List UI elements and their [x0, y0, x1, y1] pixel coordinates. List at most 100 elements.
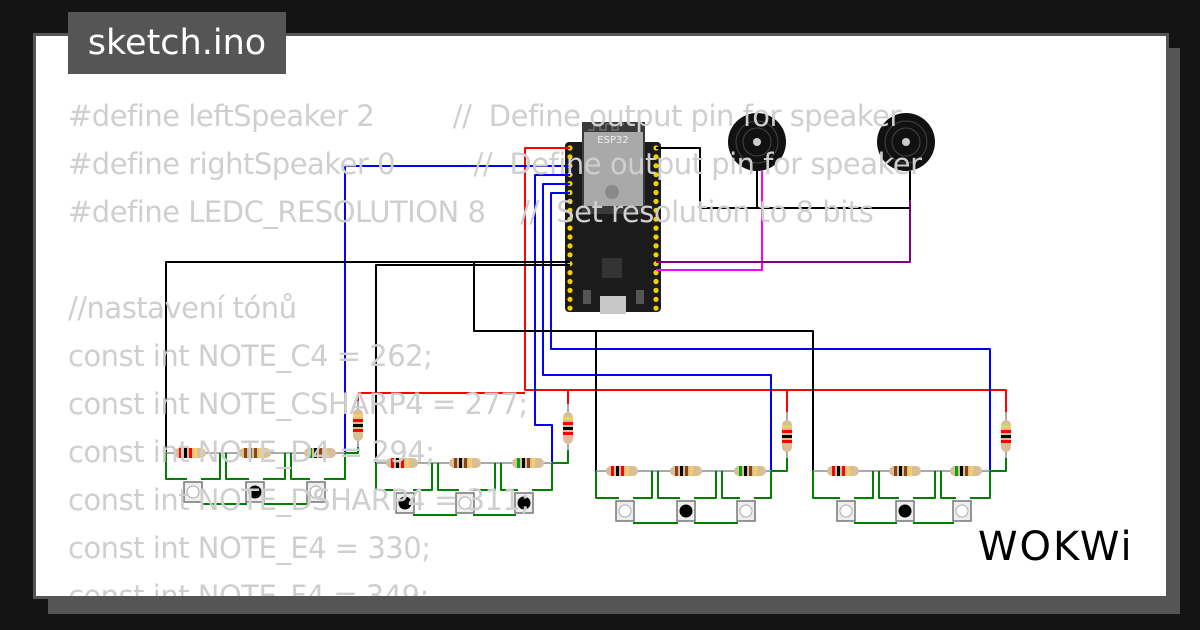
- button-wire: [165, 453, 187, 480]
- speaker-ring: [891, 127, 921, 157]
- resistor-band: [522, 458, 525, 468]
- code-line: const int NOTE_F4 = 349;: [68, 579, 429, 596]
- speaker-center: [753, 138, 761, 146]
- resistor-band: [754, 466, 757, 476]
- chip: [602, 258, 622, 278]
- resistor-band: [1001, 440, 1011, 443]
- pin-left: [567, 252, 573, 258]
- resistor: [662, 466, 710, 476]
- resistor-band: [909, 466, 912, 476]
- speaker-ground-wire: [656, 147, 911, 209]
- pushbutton[interactable]: [836, 500, 856, 522]
- button-wire: [633, 471, 653, 499]
- code-line: const int NOTE_CSHARP4 = 277;: [68, 387, 528, 421]
- resistor-band: [904, 466, 907, 476]
- resistor-band: [960, 466, 963, 476]
- button-wire: [694, 471, 717, 499]
- button-wire: [500, 463, 518, 491]
- speaker-center: [902, 138, 910, 146]
- pushbutton[interactable]: [183, 481, 203, 503]
- resistor-band: [527, 458, 530, 468]
- pushbutton[interactable]: [395, 492, 415, 514]
- pushbutton[interactable]: [952, 500, 972, 522]
- resistor: [819, 466, 867, 476]
- button-wire: [970, 471, 991, 499]
- board-label: ESP32: [597, 135, 628, 146]
- resistor-band: [626, 466, 629, 476]
- code-area: #define leftSpeaker 2 // Define output p…: [36, 36, 1166, 596]
- resistor: [296, 448, 344, 458]
- usb-port: [600, 296, 626, 314]
- resistor: [598, 466, 646, 476]
- button-wire: [754, 471, 772, 499]
- pin-left: [567, 216, 573, 222]
- pin-right: [653, 198, 659, 204]
- button-wire: [771, 458, 788, 472]
- code-line: const int NOTE_D4 = 294;: [68, 435, 435, 469]
- resistor-band: [454, 458, 457, 468]
- signal-wire: [542, 183, 772, 473]
- resistor-band: [899, 466, 902, 476]
- wokwi-logo-text: WOKWi: [978, 524, 1134, 570]
- resistor-band: [894, 466, 897, 476]
- pushbutton[interactable]: [455, 492, 475, 514]
- resistor: [504, 458, 552, 468]
- resistor-band: [184, 448, 187, 458]
- resistor-band: [970, 466, 973, 476]
- pin-left: [567, 225, 573, 231]
- button-wire: [201, 453, 221, 480]
- resistor: [378, 458, 426, 468]
- resistor: [881, 466, 929, 476]
- resistor-band: [259, 448, 262, 458]
- pushbutton[interactable]: [615, 500, 635, 522]
- right-speaker: [877, 113, 935, 171]
- resistor-band: [244, 448, 247, 458]
- pushbutton[interactable]: [245, 481, 265, 503]
- code-line: const int NOTE_C4 = 262;: [68, 339, 433, 373]
- resistor-band: [459, 458, 462, 468]
- pin-right: [653, 243, 659, 249]
- button-wire: [345, 447, 359, 454]
- pin-left: [567, 234, 573, 240]
- code-line: const int NOTE_E4 = 330;: [68, 531, 431, 565]
- pushbutton-cap: [458, 496, 472, 510]
- pushbutton-cap: [898, 504, 912, 518]
- button-wire: [940, 471, 956, 499]
- resistor-band: [1001, 435, 1011, 438]
- pin-right: [653, 305, 659, 311]
- resistor-band: [353, 429, 363, 432]
- resistor-band: [782, 440, 792, 443]
- pushbutton[interactable]: [306, 481, 326, 503]
- pin-right: [653, 234, 659, 240]
- pushbutton[interactable]: [676, 500, 696, 522]
- resistor-band: [680, 466, 683, 476]
- resistor-band: [396, 458, 399, 468]
- pushbutton[interactable]: [736, 500, 756, 522]
- pin-right: [653, 154, 659, 160]
- pushbutton[interactable]: [514, 492, 534, 514]
- right-speaker-wire: [656, 200, 911, 263]
- resistor-band: [685, 466, 688, 476]
- pushbutton[interactable]: [895, 500, 915, 522]
- pin-right: [653, 163, 659, 169]
- pin-right: [653, 296, 659, 302]
- resistor-band: [782, 425, 792, 428]
- resistor-band: [469, 458, 472, 468]
- button-wire: [473, 463, 496, 491]
- code-line: #define rightSpeaker 0 // Define output …: [68, 147, 922, 181]
- pin-right: [653, 287, 659, 293]
- pushbutton-cap: [186, 485, 200, 499]
- code-line: [68, 236, 922, 284]
- button-wire: [437, 463, 459, 491]
- pin-left: [567, 198, 573, 204]
- pin-left: [567, 287, 573, 293]
- pin-left: [567, 243, 573, 249]
- code-line: #define leftSpeaker 2 // Define output p…: [68, 99, 901, 133]
- button-wire: [812, 471, 840, 499]
- ground-wire: [375, 264, 570, 465]
- pin-left: [567, 154, 573, 160]
- pushbutton-cap: [398, 496, 412, 510]
- button-wire: [324, 453, 346, 480]
- resistor: [782, 412, 792, 460]
- esp32-board: ESP32: [565, 122, 661, 314]
